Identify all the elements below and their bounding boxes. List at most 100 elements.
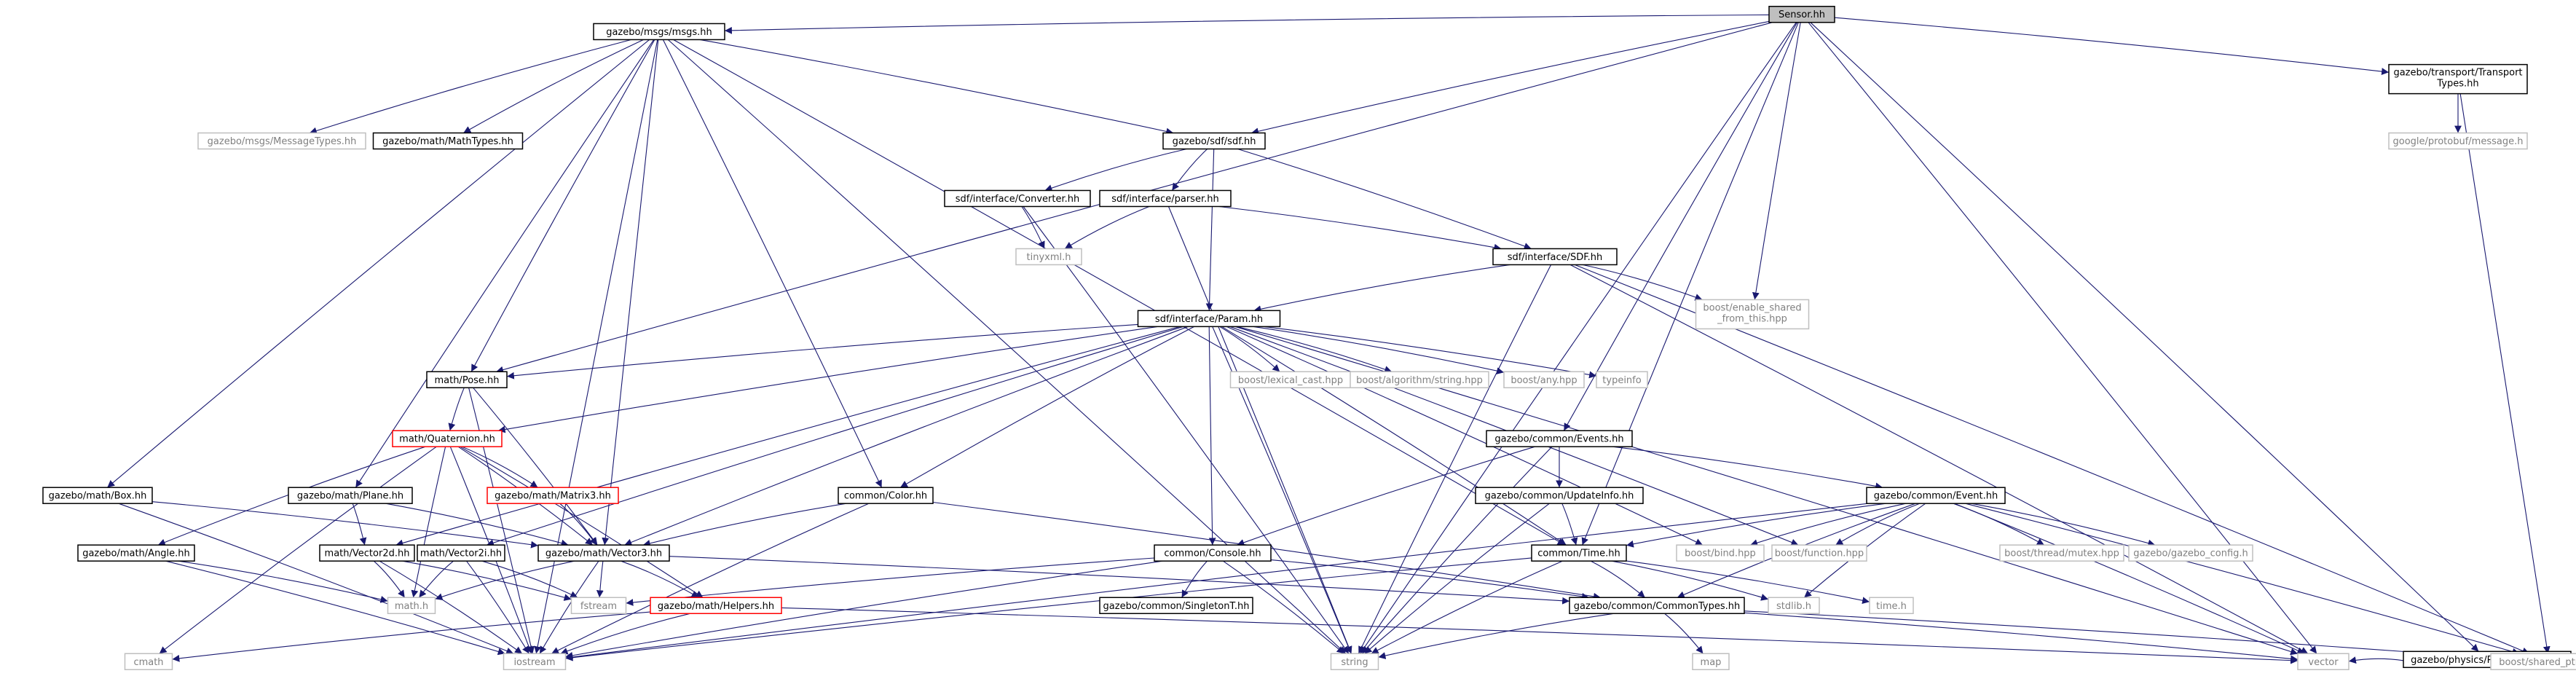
node-label: fstream (580, 601, 617, 612)
edge-param-to-typeinfo (1263, 326, 1597, 379)
node-box[interactable]: gazebo/math/Box.hh (42, 487, 153, 504)
node-param[interactable]: sdf/interface/Param.hh (1137, 310, 1281, 328)
node-label: gazebo/common/SingletonT.hh (1103, 601, 1250, 612)
edge-event-to-time (1626, 503, 1886, 548)
node-sensor[interactable]: Sensor.hh (1768, 5, 1835, 23)
edge-vector2d-to-mathh (373, 560, 406, 598)
node-angle[interactable]: gazebo/math/Angle.hh (77, 544, 195, 562)
edge-param-to-console (1208, 326, 1216, 546)
edge-quaternion-to-cmath (159, 446, 437, 654)
node-box (1099, 189, 1232, 208)
node-singleton[interactable]: gazebo/common/SingletonT.hh (1099, 597, 1253, 615)
node-sdf[interactable]: gazebo/sdf/sdf.hh (1162, 132, 1266, 150)
node-updateinfo[interactable]: gazebo/common/UpdateInfo.hh (1475, 487, 1644, 504)
node-time[interactable]: common/Time.hh (1531, 544, 1627, 562)
node-box (537, 544, 670, 562)
edge-event-to-sharedptr (1965, 503, 2520, 656)
node-timeh: time.h (1869, 597, 1914, 615)
edge-msgs-to-pose (470, 39, 655, 372)
node-label: boost/lexical_cast.hpp (1238, 375, 1343, 386)
node-quaternion[interactable]: math/Quaternion.hh (392, 430, 503, 447)
node-event[interactable]: gazebo/common/Event.hh (1866, 487, 2006, 504)
node-label: gazebo/msgs/msgs.hh (606, 27, 712, 38)
node-box (372, 132, 524, 150)
edge-event-to-config (1971, 503, 2156, 547)
node-commontypes[interactable]: gazebo/common/CommonTypes.hh (1569, 597, 1745, 615)
node-label: boost/any.hpp (1510, 375, 1577, 386)
edge-param-to-any (1253, 326, 1505, 374)
node-label: boost/algorithm/string.hpp (1356, 375, 1483, 386)
edge-sdf-to-param (1205, 149, 1215, 311)
node-box (1154, 544, 1272, 562)
node-mathtypes[interactable]: gazebo/math/MathTypes.hh (372, 132, 524, 150)
node-label: sdf/interface/parser.hh (1111, 194, 1218, 205)
node-msgs[interactable]: gazebo/msgs/msgs.hh (593, 23, 725, 41)
node-vector3[interactable]: gazebo/math/Vector3.hh (537, 544, 670, 562)
edge-plane-to-vector3 (385, 503, 569, 547)
node-box (197, 132, 366, 150)
node-map: map (1692, 653, 1730, 671)
node-converter[interactable]: sdf/interface/Converter.hh (944, 189, 1091, 208)
node-label: sdf/interface/Param.hh (1155, 314, 1263, 325)
node-matrix3[interactable]: gazebo/math/Matrix3.hh (487, 487, 619, 504)
node-box (1475, 487, 1644, 504)
edge-param-to-lexical (1219, 326, 1280, 372)
edge-sdf-to-parser (1171, 149, 1208, 191)
edge-msgs-to-color (662, 39, 883, 488)
node-box (1531, 544, 1627, 562)
edge-msgs-to-mathtypes (463, 39, 644, 133)
node-enableshared: boost/enable_shared_from_this.hpp (1695, 299, 1810, 330)
edge-vector3-to-fstream (596, 561, 604, 598)
node-box (650, 597, 782, 615)
node-box (1695, 299, 1810, 330)
edge-msgs-to-time (673, 39, 1565, 546)
edge-quaternion-to-mathh (411, 447, 446, 598)
node-parser[interactable]: sdf/interface/parser.hh (1099, 189, 1232, 208)
edge-vector3-to-iostream (539, 560, 599, 654)
node-plane[interactable]: gazebo/math/Plane.hh (288, 487, 413, 504)
node-tinyxml: tinyxml.h (1015, 248, 1082, 266)
edge-sdf-to-converter (1044, 148, 1187, 192)
edge-vector2d-to-fstream (402, 560, 572, 601)
edge-color-to-vector3 (642, 503, 847, 547)
node-box (1866, 487, 2006, 504)
node-vector2i[interactable]: math/Vector2i.hh (417, 544, 505, 562)
edge-events-to-event (1612, 446, 1883, 490)
node-box (838, 487, 934, 504)
edge-angle-to-iostream (165, 560, 505, 656)
edge-time-to-iostream (565, 557, 1532, 661)
node-label: boost/bind.hpp (1685, 549, 1756, 559)
node-label: gazebo/common/UpdateInfo.hh (1485, 491, 1634, 502)
node-label: gazebo/math/Box.hh (49, 491, 147, 502)
node-box (593, 23, 725, 41)
edge-physicstypes-to-vector (2348, 656, 2404, 664)
edge-param-to-quaternion (497, 326, 1159, 433)
node-box (1015, 248, 1082, 266)
edge-sensor-to-transport (1834, 17, 2390, 75)
edge-box-to-iostream (118, 503, 514, 655)
node-vector2d[interactable]: math/Vector2d.hh (319, 544, 415, 562)
node-box (1503, 371, 1585, 389)
node-console[interactable]: common/Console.hh (1154, 544, 1272, 562)
edge-helpers-to-vector (781, 607, 2299, 664)
node-box (1099, 597, 1253, 615)
node-algstring: boost/algorithm/string.hpp (1350, 371, 1489, 389)
node-sdfhh[interactable]: sdf/interface/SDF.hh (1492, 248, 1618, 266)
node-label: Sensor.hh (1779, 9, 1825, 20)
node-events[interactable]: gazebo/common/Events.hh (1486, 430, 1633, 447)
edge-commontypes-to-map (1664, 613, 1703, 654)
edge-sensor-to-physicstypes (1810, 22, 2479, 652)
node-pose[interactable]: math/Pose.hh (426, 371, 508, 389)
edge-sensor-to-string (1360, 22, 1797, 654)
edge-sdfhh-to-vector (1569, 264, 2309, 654)
node-label: math/Quaternion.hh (399, 434, 495, 445)
node-helpers[interactable]: gazebo/math/Helpers.hh (650, 597, 782, 615)
node-color[interactable]: common/Color.hh (838, 487, 934, 504)
node-box (288, 487, 413, 504)
node-label: math/Vector2d.hh (325, 549, 410, 559)
node-box (1486, 430, 1633, 447)
edge-quaternion-to-helpers (460, 446, 704, 598)
edge-msgs-to-plane (355, 39, 655, 488)
node-box (2128, 544, 2253, 562)
